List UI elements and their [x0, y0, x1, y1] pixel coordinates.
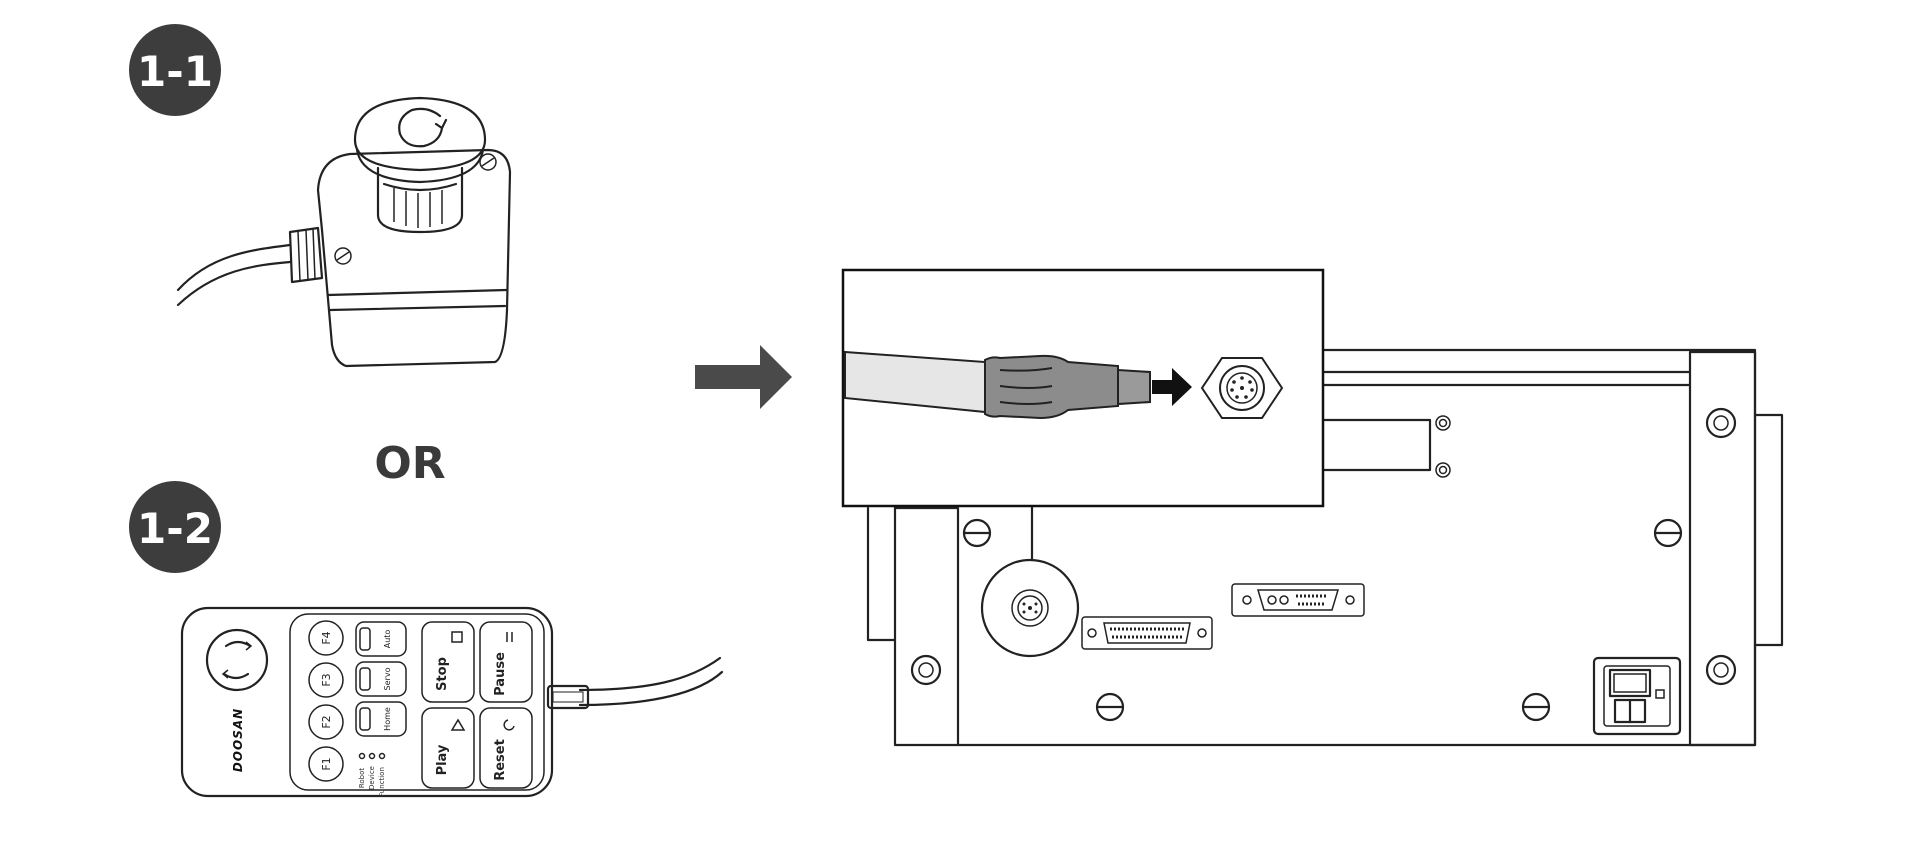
- key-play: Play: [435, 744, 450, 775]
- controller-front-panel: [866, 348, 1784, 747]
- led-device: Device: [368, 766, 376, 790]
- key-stop: Stop: [435, 657, 450, 691]
- key-auto: Auto: [383, 630, 392, 649]
- or-label: OR: [374, 438, 445, 489]
- smart-pendant-illustration: DOOSAN F4 F3 F2 F1 Auto Servo Home: [180, 606, 724, 798]
- key-f4: F4: [320, 631, 333, 644]
- step-badge-1-2: 1-2: [129, 481, 221, 573]
- key-pause: Pause: [493, 652, 508, 696]
- key-reset: Reset: [493, 739, 508, 781]
- emergency-stop-switch-illustration: [176, 96, 512, 368]
- key-f2: F2: [320, 715, 333, 728]
- key-home: Home: [383, 707, 392, 731]
- direction-arrow-icon: [695, 345, 792, 409]
- step-badge-1-2-label: 1-2: [137, 504, 213, 553]
- key-servo: Servo: [383, 667, 392, 690]
- connection-detail-inset: [841, 268, 1325, 508]
- mode-keys: Auto Servo Home Robot Device Function: [355, 621, 407, 797]
- step-badge-1-1-label: 1-1: [137, 47, 213, 96]
- led-robot: Robot: [358, 768, 366, 789]
- step-badge-1-1: 1-1: [129, 24, 221, 116]
- action-keys: Stop Pause Play Reset: [421, 621, 533, 789]
- function-keys: F4 F3 F2 F1: [308, 620, 344, 782]
- insert-arrow-icon: [1152, 368, 1192, 406]
- pendant-brand: DOOSAN: [231, 708, 245, 772]
- key-f1: F1: [320, 757, 333, 770]
- key-f3: F3: [320, 673, 333, 686]
- led-function: Function: [378, 767, 386, 797]
